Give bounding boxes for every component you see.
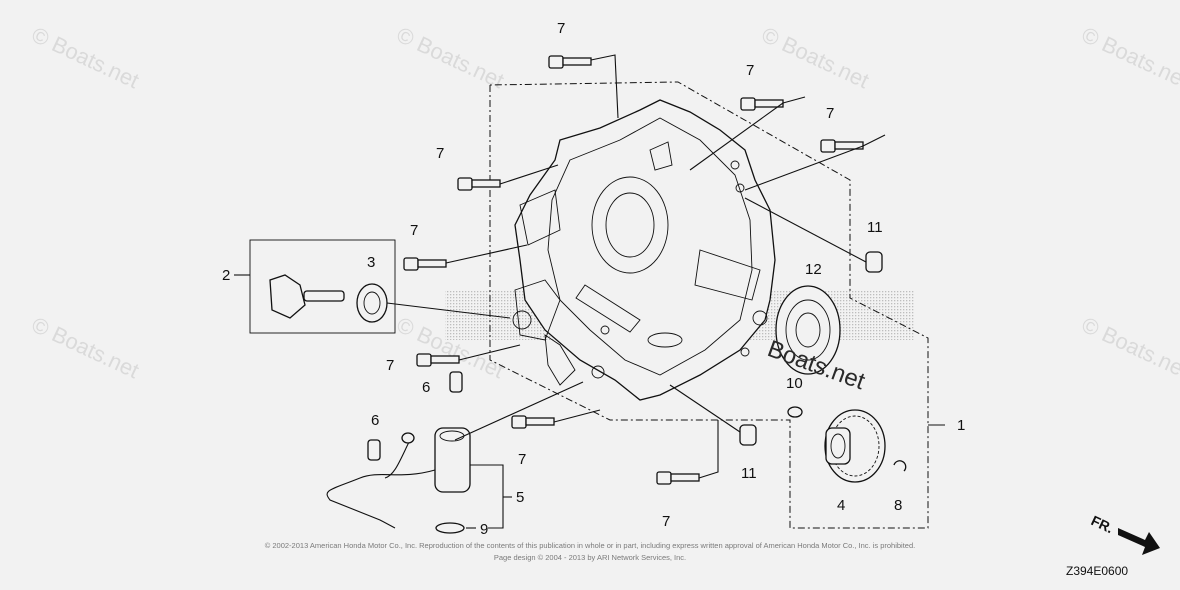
watermark-text: © Boats.net xyxy=(28,22,143,93)
watermark-text: © Boats.net xyxy=(1078,22,1180,93)
bolt xyxy=(820,139,864,153)
callout-3: 3 xyxy=(367,254,375,271)
oil-fill-cap-2 xyxy=(249,239,511,334)
callout-2: 2 xyxy=(222,267,230,284)
callout-1: 1 xyxy=(957,417,965,434)
diagram-code: Z394E0600 xyxy=(1066,564,1128,578)
bolt xyxy=(548,55,592,69)
callout-labels: 7 7 7 7 7 7 7 7 11 11 12 10 1 4 8 2 3 6 … xyxy=(222,20,965,538)
callout-10: 10 xyxy=(786,375,803,392)
watermark-text: © Boats.net xyxy=(393,22,508,93)
bolt xyxy=(457,177,501,191)
bolt xyxy=(656,471,700,485)
fr-label: FR. xyxy=(1089,512,1116,536)
watermark-text: © Boats.net xyxy=(1078,312,1180,383)
callout-7: 7 xyxy=(746,62,754,79)
bearing-12 xyxy=(775,285,841,375)
callout-5: 5 xyxy=(516,489,524,506)
callout-12: 12 xyxy=(805,261,822,278)
callout-7: 7 xyxy=(386,357,394,374)
watermark-text: © Boats.net xyxy=(28,312,143,383)
washer-10 xyxy=(787,406,803,418)
bolt xyxy=(511,415,555,429)
callout-4: 4 xyxy=(837,497,845,514)
copyright-line-2: Page design © 2004 - 2013 by ARI Network… xyxy=(494,553,686,562)
callout-7: 7 xyxy=(436,145,444,162)
callout-9: 9 xyxy=(480,521,488,538)
assembly-outline xyxy=(489,81,929,529)
bolt xyxy=(403,257,447,271)
dowel-pin-11 xyxy=(669,197,883,446)
callout-6: 6 xyxy=(422,379,430,396)
leader-lines xyxy=(445,54,886,479)
bolt-7-group xyxy=(403,55,864,485)
callout-7: 7 xyxy=(557,20,565,37)
case-cover xyxy=(512,99,776,401)
callout-7: 7 xyxy=(826,105,834,122)
arrow-right-icon xyxy=(1118,528,1160,555)
callout-8: 8 xyxy=(894,497,902,514)
callout-7: 7 xyxy=(662,513,670,530)
callout-7: 7 xyxy=(518,451,526,468)
copyright-line-1: © 2002-2013 American Honda Motor Co., In… xyxy=(265,541,915,550)
watermark-text: © Boats.net xyxy=(758,22,873,93)
callout-11: 11 xyxy=(867,219,883,236)
gear-4 xyxy=(824,409,886,483)
bolt xyxy=(416,353,460,367)
callout-7: 7 xyxy=(410,222,418,239)
front-direction-indicator: FR. xyxy=(1089,512,1160,555)
clip-8 xyxy=(893,460,907,472)
dash-1 xyxy=(454,381,584,441)
callout-6: 6 xyxy=(371,412,379,429)
oil-level-switch-5 xyxy=(326,371,504,534)
callout-11: 11 xyxy=(741,465,757,482)
